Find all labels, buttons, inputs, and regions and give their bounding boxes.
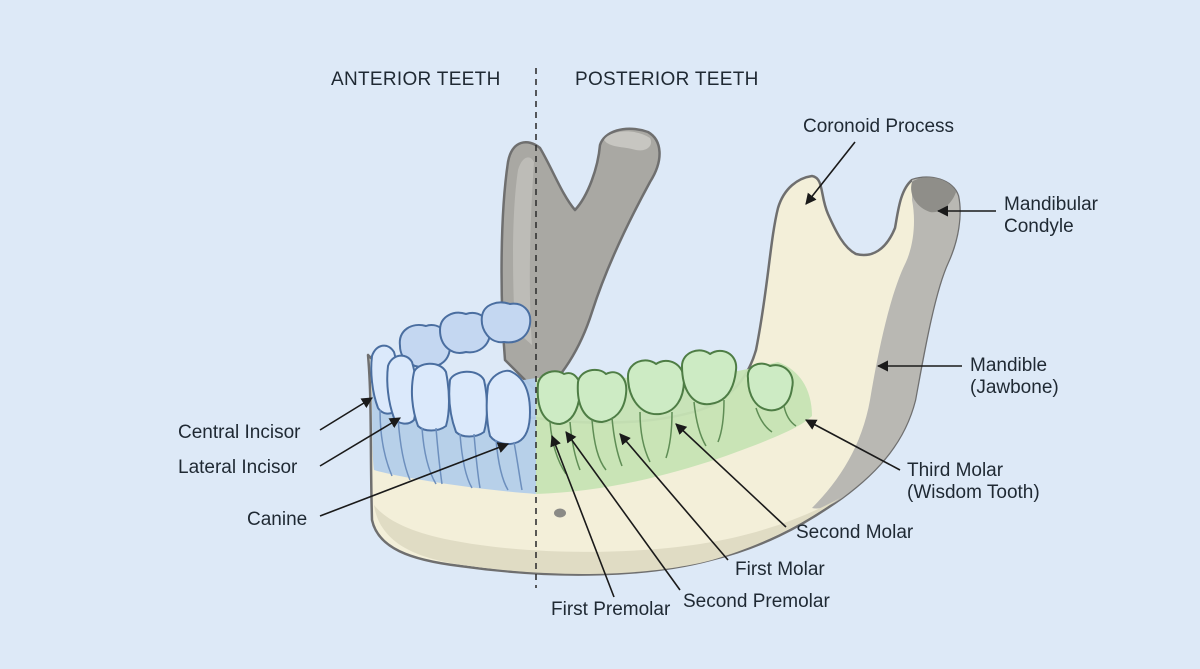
lateral-incisor-tooth [386,354,418,425]
second-molar-tooth [681,349,738,406]
lateral-incisor-label: Lateral Incisor [178,457,298,478]
leader-lines [319,141,996,598]
canine-label: Canine [247,509,307,530]
mandibular-condyle-label-2: Condyle [1004,216,1074,237]
first-molar-label: First Molar [735,559,825,580]
first-molar-leader [619,433,729,561]
anterior-teeth [370,344,531,491]
central-incisor-leader [319,397,373,431]
first-premolar-leader [550,434,615,598]
far-condyle-top [604,131,652,151]
mandible-label-2: (Jawbone) [970,377,1059,398]
third-molar-tooth [746,362,794,412]
second-molar-label: Second Molar [796,522,914,543]
mental-foramen [554,508,566,518]
second-molar-leader [675,423,787,528]
first-premolar-label: First Premolar [551,599,671,620]
posterior-teeth [536,349,797,475]
condyle-cap [911,177,956,213]
far-ramus [500,127,661,397]
mandibular-condyle-label-1: Mandibular [1004,194,1099,215]
posterior-roots [549,399,797,475]
incisor-tooth-4 [448,370,488,438]
incisor-tooth-3 [410,362,450,432]
third-molar-label-1: Third Molar [907,460,1004,481]
incisor-roots [379,409,523,491]
far-tooth-3 [480,301,532,344]
canine-leader [319,442,510,517]
second-premolar-tooth [576,368,628,423]
far-ramus-highlight [513,157,534,345]
mandible-label-1: Mandible [970,355,1047,376]
anterior-teeth-header: ANTERIOR TEETH [331,69,501,90]
coronoid-process-label: Coronoid Process [803,116,954,137]
canine-tooth [485,369,531,445]
posterior-teeth-header: POSTERIOR TEETH [575,69,759,90]
ramus-back-shade [812,177,960,509]
second-premolar-label: Second Premolar [683,591,830,612]
third-molar-leader [805,419,901,471]
third-molar-label-2: (Wisdom Tooth) [907,482,1040,503]
lateral-incisor-leader [319,417,401,467]
second-premolar-leader [565,431,681,591]
coronoid-leader [805,141,856,205]
central-incisor-label: Central Incisor [178,422,301,443]
